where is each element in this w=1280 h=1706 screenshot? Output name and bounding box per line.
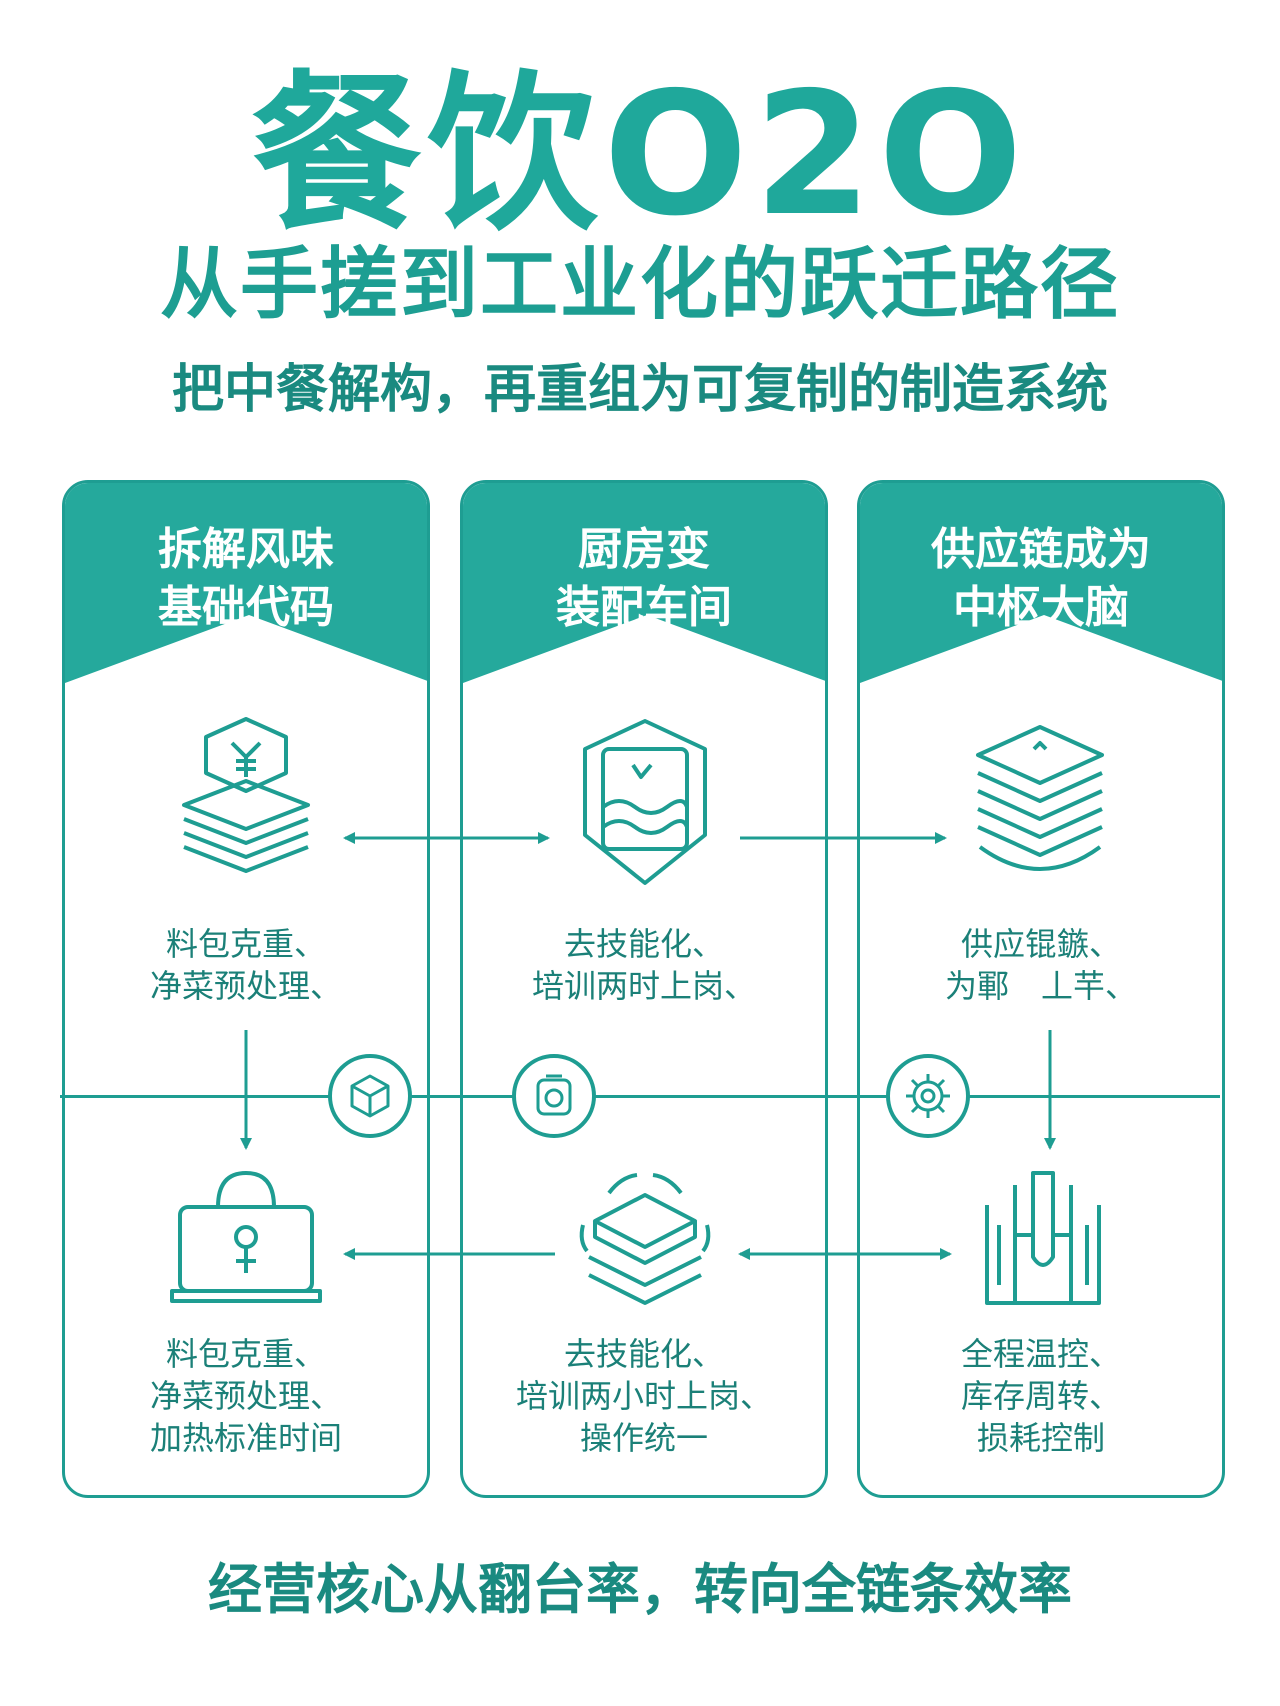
- desc-line: 损耗控制: [976, 1419, 1105, 1457]
- top-description: 去技能化、 培训两时上岗、: [463, 923, 825, 1007]
- desc-line: 供应锟鏃、: [960, 925, 1121, 963]
- top-description: 供应锟鏃、 为鄆 丄芉、: [860, 923, 1222, 1007]
- kitchen-shield-icon: [583, 719, 707, 885]
- desc-line: 培训两时上岗、: [531, 967, 756, 1005]
- column-title: 拆解风味 基础代码: [65, 521, 427, 637]
- bag-icon: [170, 1171, 322, 1303]
- camera-scan-icon: [512, 1054, 596, 1138]
- column-title: 厨房变 装配车间: [463, 521, 825, 637]
- header-chevron-shape: [463, 483, 825, 683]
- column-title-line: 基础代码: [158, 582, 334, 633]
- gear-icon: [886, 1054, 970, 1138]
- desc-line: 净菜预处理、: [149, 967, 342, 1005]
- desc-line: 为鄆 丄芉、: [944, 967, 1137, 1005]
- desc-line: 培训两小时上岗、: [515, 1377, 772, 1415]
- desc-line: 加热标准时间: [149, 1419, 342, 1457]
- column-title-line: 供应链成为: [931, 524, 1151, 575]
- layer-stack-icon: [976, 725, 1104, 871]
- tagline: 把中餐解构，再重组为可复制的制造系统: [171, 360, 1108, 420]
- top-description: 料包克重、 净菜预处理、: [65, 923, 427, 1007]
- header-chevron-shape: [860, 483, 1222, 683]
- footer-summary: 经营核心从翻台率，转向全链条效率: [208, 1558, 1072, 1621]
- column-kitchen-assembly: 厨房变 装配车间 去技能化、 培训两时上岗、 去技能化、 培训两小时上岗、 操作…: [460, 480, 828, 1498]
- subtitle: 从手搓到工业化的跃迁路径: [159, 240, 1120, 330]
- desc-line: 料包克重、: [165, 925, 326, 963]
- yen-stack-icon: [182, 717, 310, 873]
- header-chevron-shape: [65, 483, 427, 683]
- bottom-description: 全程温控、 库存周转、 损耗控制: [860, 1333, 1222, 1459]
- main-title: 餐饮O2O: [251, 56, 1029, 254]
- building-icon: [985, 1171, 1101, 1305]
- horizontal-divider: [60, 1095, 1220, 1098]
- bottom-description: 料包克重、 净菜预处理、 加热标准时间: [65, 1333, 427, 1459]
- column-title-line: 厨房变: [578, 524, 710, 575]
- desc-line: 去技能化、: [563, 925, 724, 963]
- desc-line: 去技能化、: [563, 1335, 724, 1373]
- bottom-description: 去技能化、 培训两小时上岗、 操作统一: [463, 1333, 825, 1459]
- column-header: 供应链成为 中枢大脑: [860, 483, 1222, 723]
- desc-line: 操作统一: [579, 1419, 708, 1457]
- rotating-layers-icon: [579, 1173, 711, 1305]
- column-title-line: 拆解风味: [158, 524, 334, 575]
- column-flavor-code: 拆解风味 基础代码 料包克重、 净菜预处理、 料包克重、 净菜预处理、 加热标准…: [62, 480, 430, 1498]
- desc-line: 全程温控、: [960, 1335, 1121, 1373]
- column-supply-chain: 供应链成为 中枢大脑 供应锟鏃、 为鄆 丄芉、 全程温控、 库存周转、 损耗控制: [857, 480, 1225, 1498]
- desc-line: 料包克重、: [165, 1335, 326, 1373]
- column-title: 供应链成为 中枢大脑: [860, 521, 1222, 637]
- desc-line: 库存周转、: [960, 1377, 1121, 1415]
- cube-icon: [328, 1054, 412, 1138]
- column-header: 拆解风味 基础代码: [65, 483, 427, 723]
- desc-line: 净菜预处理、: [149, 1377, 342, 1415]
- column-title-line: 装配车间: [556, 582, 732, 633]
- column-title-line: 中枢大脑: [953, 582, 1129, 633]
- column-header: 厨房变 装配车间: [463, 483, 825, 723]
